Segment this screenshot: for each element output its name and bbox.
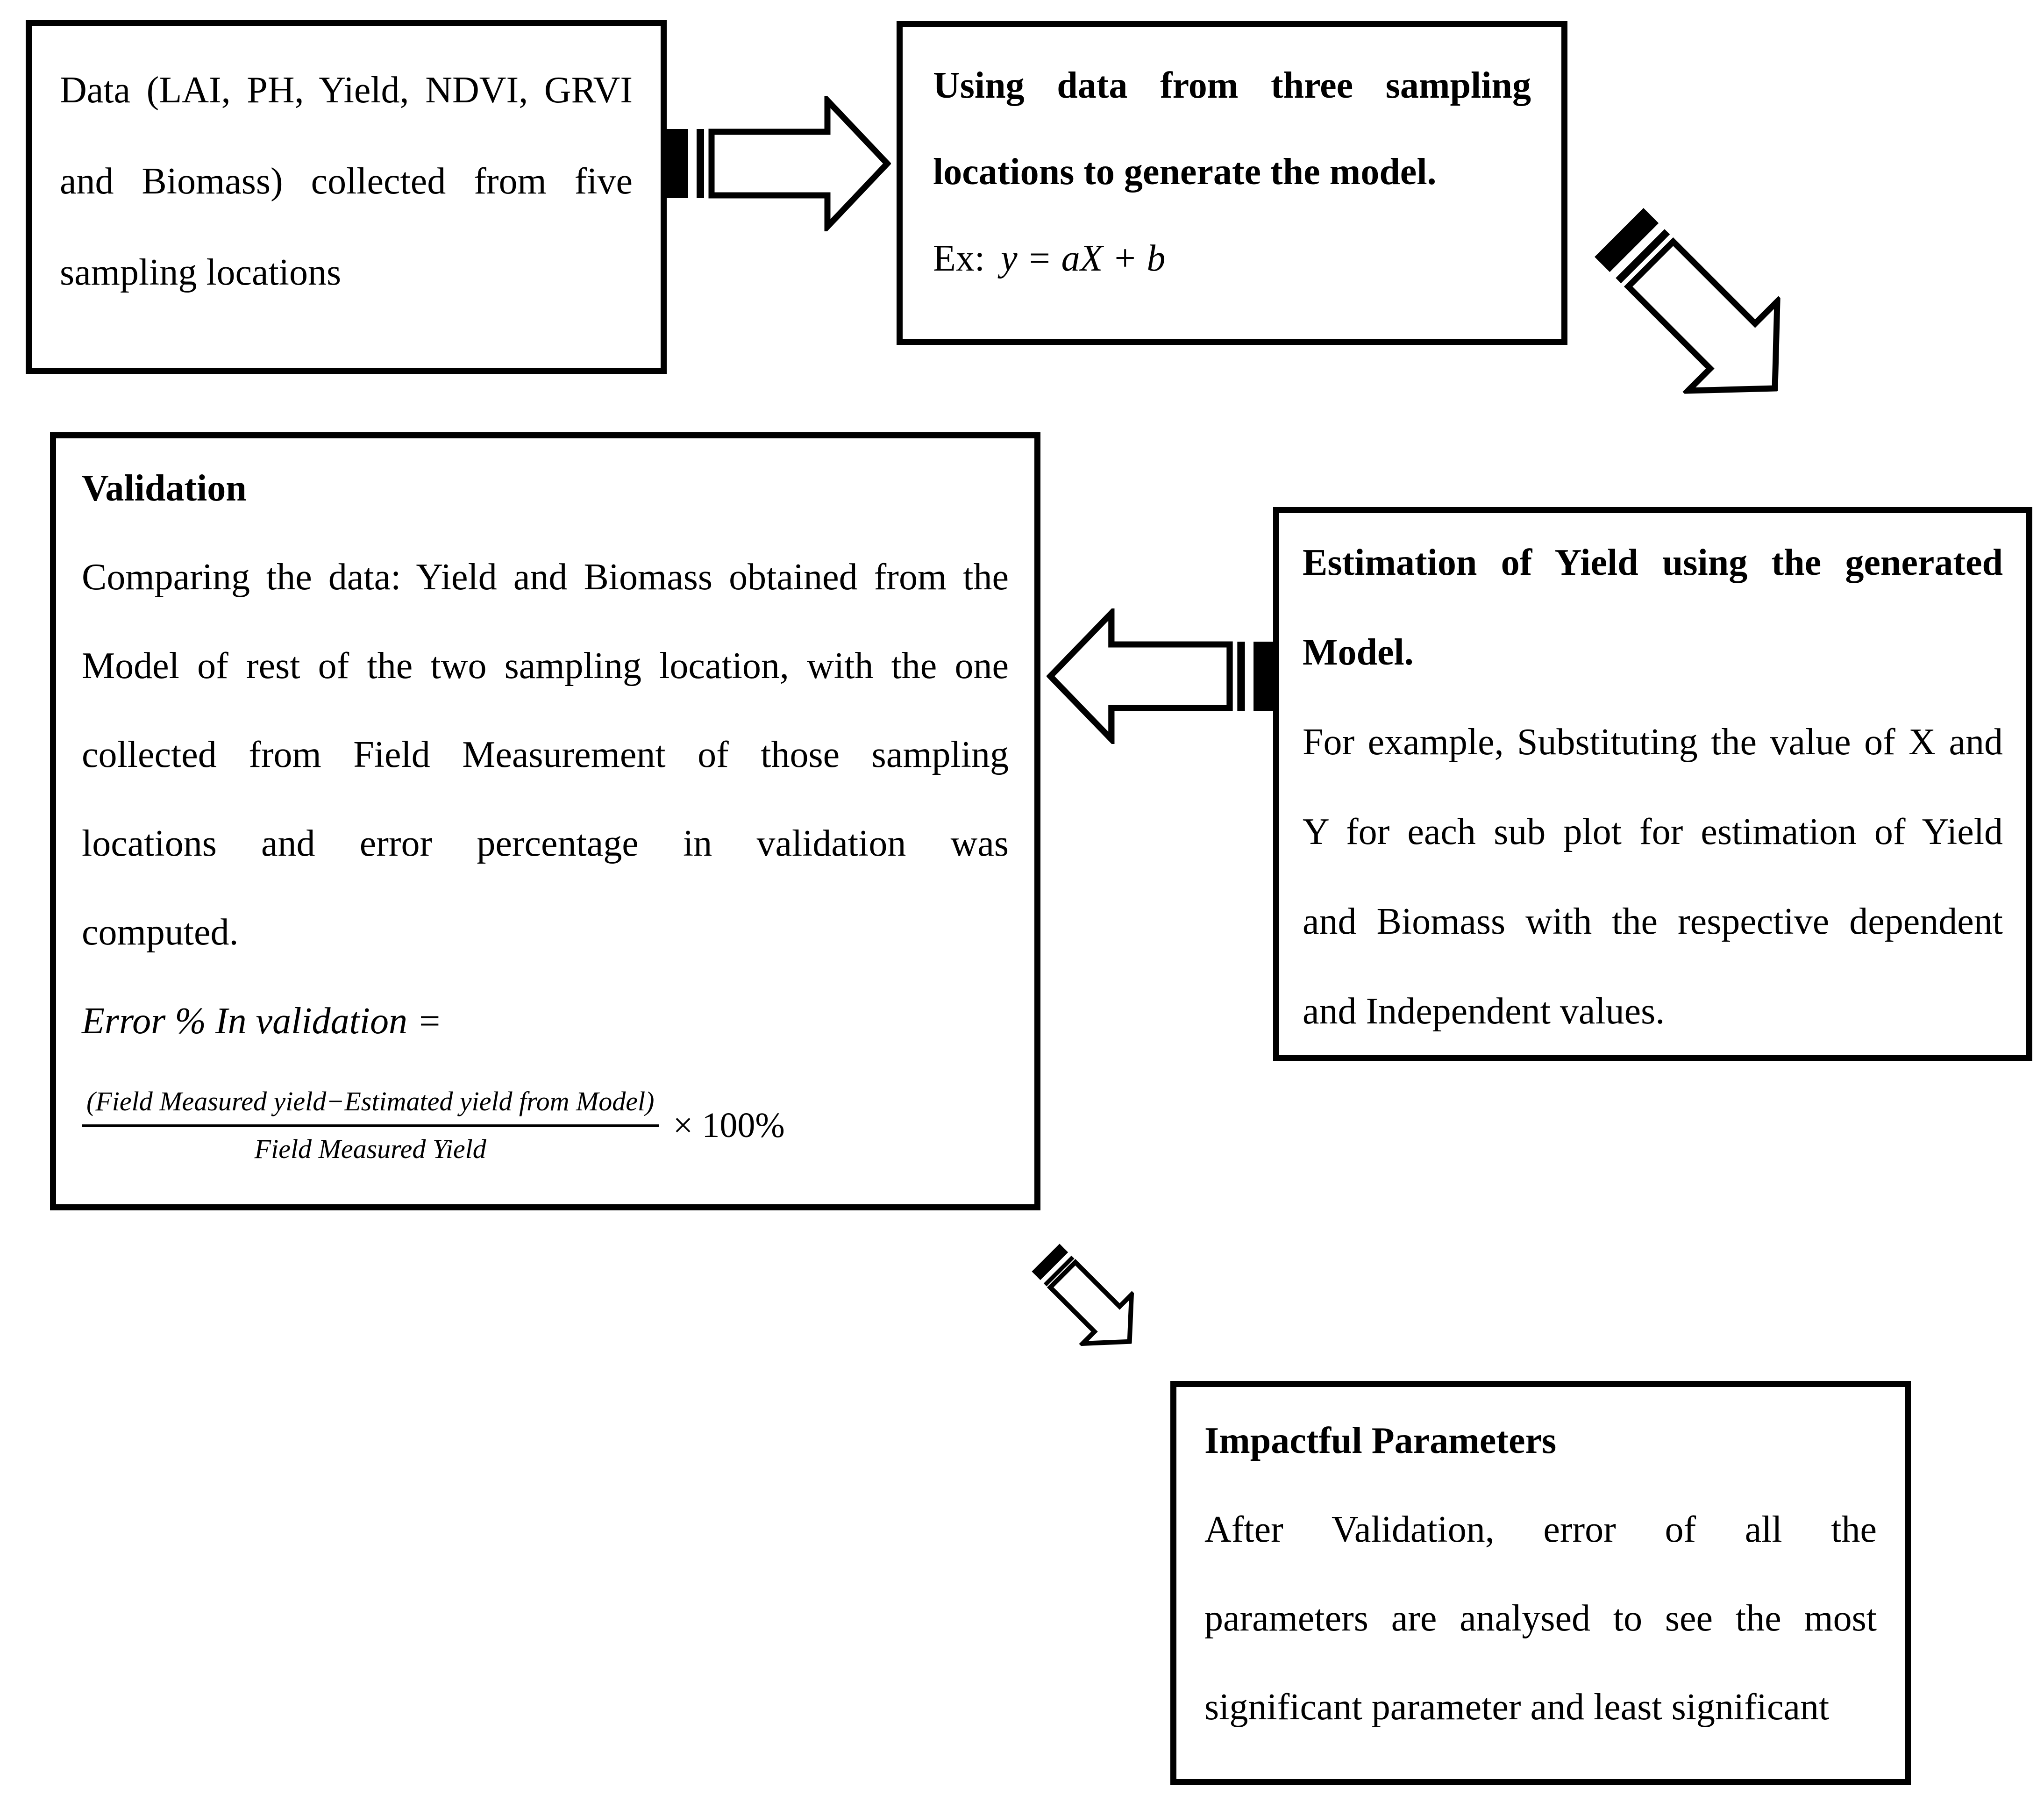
box5-line: parameters are analysed to see the most	[1204, 1598, 1877, 1639]
box3-line: computed.	[82, 912, 239, 953]
box4-line: Y for each sub plot for estimation of Yi…	[1303, 811, 2003, 852]
striped-arrow-left-icon	[1047, 608, 1275, 744]
striped-arrow-right-icon	[667, 96, 891, 231]
box5-line: After Validation, error of all the	[1204, 1509, 1877, 1550]
box1-line: sampling locations	[60, 252, 342, 293]
error-formula-lhs: Error % In validation =	[82, 1001, 442, 1042]
box-model-generation: Using data from three sampling locations…	[897, 21, 1567, 345]
box4-line: and Biomass with the respective dependen…	[1303, 901, 2003, 942]
box-validation: Validation Comparing the data: Yield and…	[50, 432, 1040, 1210]
box3-line: locations and error percentage in valida…	[82, 823, 1009, 864]
box-impactful-parameters: Impactful Parameters After Validation, e…	[1170, 1381, 1911, 1785]
box3-title: Validation	[82, 468, 247, 509]
box3-line: collected from Field Measurement of thos…	[82, 734, 1009, 775]
box1-line: Data (LAI, PH, Yield, NDVI, GRVI	[60, 70, 633, 111]
box5-line: significant parameter and least signific…	[1204, 1687, 1830, 1728]
error-fraction: (Field Measured yield−Estimated yield fr…	[82, 1082, 1009, 1168]
striped-arrow-down-right-small-icon	[1019, 1231, 1158, 1370]
striped-arrow-down-right-icon	[1571, 185, 1825, 439]
box4-line: Estimation of Yield using the generated	[1303, 542, 2003, 583]
fraction-multiplier: × 100%	[673, 1105, 785, 1145]
box2-line: Using data from three sampling	[933, 65, 1531, 106]
ex-label: Ex:	[933, 238, 985, 279]
fraction-numerator: (Field Measured yield−Estimated yield fr…	[82, 1082, 659, 1127]
fraction: (Field Measured yield−Estimated yield fr…	[82, 1082, 659, 1168]
box3-line: Model of rest of the two sampling locati…	[82, 645, 1009, 687]
box-yield-estimation: Estimation of Yield using the generated …	[1273, 507, 2032, 1061]
model-formula: y = aX + b	[1001, 238, 1166, 279]
box1-line: and Biomass) collected from five	[60, 161, 633, 202]
fraction-denominator: Field Measured Yield	[254, 1134, 486, 1164]
box5-title: Impactful Parameters	[1204, 1420, 1557, 1461]
box4-line: and Independent values.	[1303, 991, 1665, 1032]
box-data-collection: Data (LAI, PH, Yield, NDVI, GRVI and Bio…	[26, 20, 667, 374]
box4-line: For example, Substituting the value of X…	[1303, 722, 2003, 763]
box2-line: locations to generate the model.	[933, 151, 1437, 193]
box4-line: Model.	[1303, 632, 1414, 673]
box2-formula-line: Ex: y = aX + b	[933, 215, 1531, 302]
box3-line: Comparing the data: Yield and Biomass ob…	[82, 557, 1009, 598]
